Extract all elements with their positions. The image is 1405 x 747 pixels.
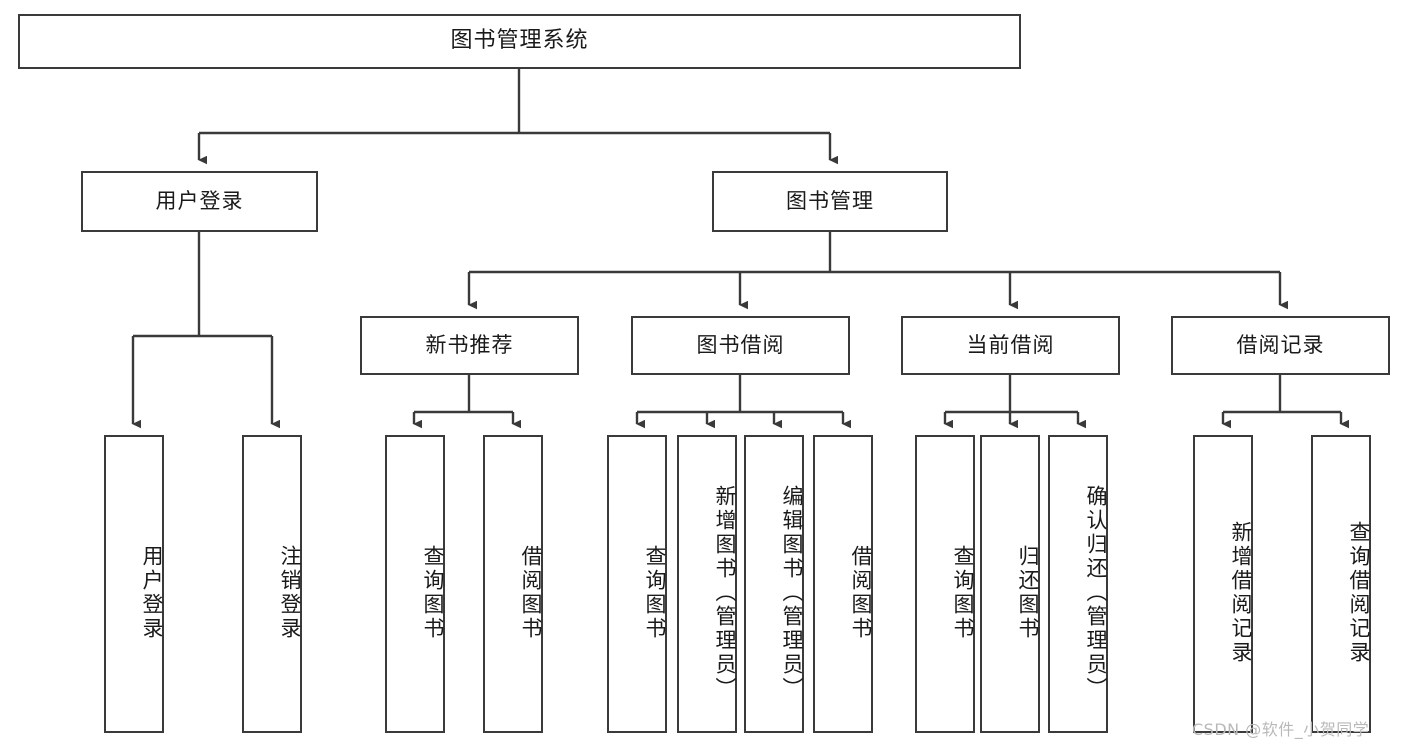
- node-borrow-record[interactable]: 借阅记录: [1171, 316, 1390, 375]
- leaf-user-login-1-label: 用户登录: [140, 545, 164, 641]
- leaf-new-book-recommend-2[interactable]: 借阅图书: [483, 435, 543, 733]
- leaf-current-borrow-1-label: 查询图书: [951, 545, 975, 641]
- leaf-current-borrow-3-label: 确认归还（管理员）: [1084, 485, 1108, 701]
- node-root-label: 图书管理系统: [450, 28, 589, 54]
- node-book-borrow-label: 图书借阅: [696, 332, 785, 357]
- leaf-user-login-2-label: 注销登录: [278, 545, 302, 641]
- leaf-user-login-2[interactable]: 注销登录: [242, 435, 302, 733]
- node-current-borrow[interactable]: 当前借阅: [901, 316, 1120, 375]
- leaf-book-borrow-3-label: 编辑图书（管理员）: [780, 485, 804, 701]
- node-new-book-recommend[interactable]: 新书推荐: [360, 316, 579, 375]
- leaf-book-borrow-4[interactable]: 借阅图书: [813, 435, 873, 733]
- node-current-borrow-label: 当前借阅: [966, 332, 1055, 357]
- leaf-current-borrow-2-label: 归还图书: [1016, 545, 1040, 641]
- node-book-borrow[interactable]: 图书借阅: [631, 316, 850, 375]
- leaf-book-borrow-2-label: 新增图书（管理员）: [713, 485, 737, 701]
- leaf-book-borrow-1-label: 查询图书: [643, 545, 667, 641]
- node-user-login[interactable]: 用户登录: [81, 171, 318, 232]
- leaf-new-book-recommend-1-label: 查询图书: [421, 545, 445, 641]
- leaf-new-book-recommend-1[interactable]: 查询图书: [385, 435, 445, 733]
- node-book-management-label: 图书管理: [786, 188, 874, 213]
- leaf-book-borrow-2[interactable]: 新增图书（管理员）: [677, 435, 737, 733]
- csdn-watermark: CSDN @软件_小贺同学: [1192, 720, 1370, 739]
- node-user-login-label: 用户登录: [155, 188, 244, 213]
- leaf-book-borrow-4-label: 借阅图书: [849, 545, 873, 641]
- leaf-borrow-record-2-label: 查询借阅记录: [1347, 521, 1371, 665]
- leaf-user-login-1[interactable]: 用户登录: [104, 435, 164, 733]
- leaf-borrow-record-1[interactable]: 新增借阅记录: [1193, 435, 1253, 733]
- leaf-new-book-recommend-2-label: 借阅图书: [519, 545, 543, 641]
- node-new-book-recommend-label: 新书推荐: [425, 332, 514, 357]
- leaf-book-borrow-1[interactable]: 查询图书: [607, 435, 667, 733]
- leaf-borrow-record-2[interactable]: 查询借阅记录: [1311, 435, 1371, 733]
- node-book-management[interactable]: 图书管理: [712, 171, 948, 232]
- leaf-borrow-record-1-label: 新增借阅记录: [1229, 521, 1253, 665]
- node-borrow-record-label: 借阅记录: [1236, 332, 1325, 357]
- leaf-current-borrow-3[interactable]: 确认归还（管理员）: [1048, 435, 1108, 733]
- node-root-book-management-system[interactable]: 图书管理系统: [18, 14, 1021, 69]
- leaf-current-borrow-2[interactable]: 归还图书: [980, 435, 1040, 733]
- leaf-current-borrow-1[interactable]: 查询图书: [915, 435, 975, 733]
- leaf-book-borrow-3[interactable]: 编辑图书（管理员）: [744, 435, 804, 733]
